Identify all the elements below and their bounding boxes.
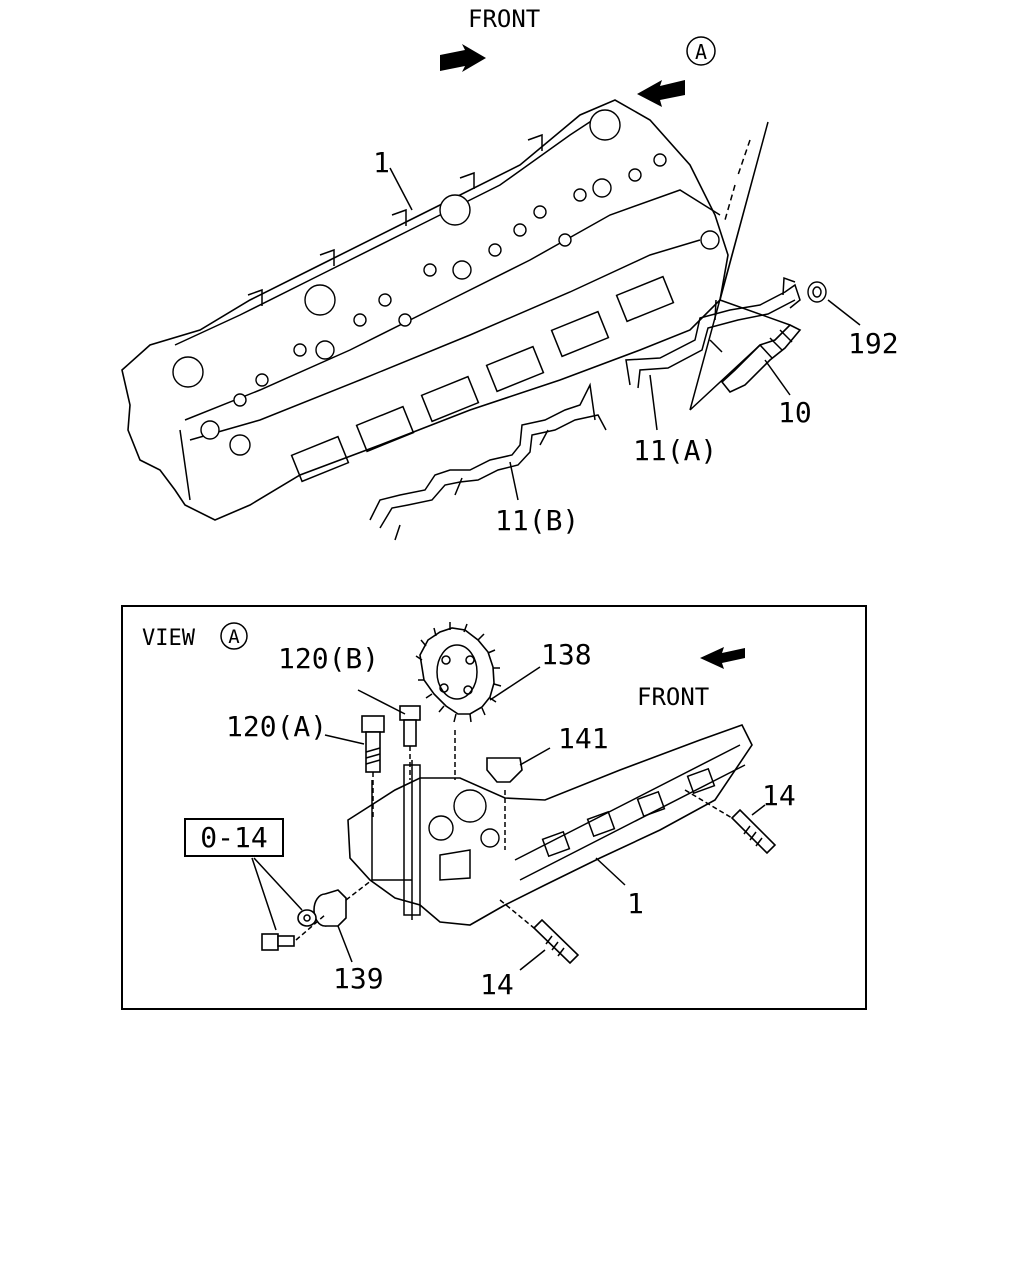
- glow-plug: [720, 324, 802, 393]
- front-arrow-top: [440, 44, 486, 72]
- view-a-arrow: [637, 80, 685, 107]
- key: [486, 757, 523, 783]
- callout-glow-plug: 10: [778, 396, 812, 429]
- callout-head-view: 1: [627, 887, 644, 920]
- kit-washer: [297, 909, 317, 927]
- callout-stud-right: 14: [762, 779, 796, 812]
- bolt-b: [399, 705, 421, 747]
- kit-box: [184, 818, 284, 857]
- callout-plug: 139: [333, 962, 384, 995]
- harness-b: [369, 382, 607, 541]
- callout-key: 141: [558, 722, 609, 755]
- plug: [313, 889, 347, 927]
- view-marker: A: [220, 622, 248, 650]
- front-label-view: FRONT: [637, 683, 709, 711]
- svg-text:A: A: [695, 40, 707, 64]
- view-a-marker-top: A: [686, 36, 716, 66]
- bolt-a: [361, 715, 385, 773]
- callout-bolt-a: 120(A): [226, 710, 327, 743]
- callout-harness-a: 11(A): [633, 434, 717, 467]
- callout-head: 1: [373, 146, 390, 179]
- callout-nut: 192: [848, 327, 899, 360]
- cylinder-head-end-view: [347, 724, 753, 926]
- front-label-top: FRONT: [468, 5, 540, 33]
- callout-harness-b: 11(B): [495, 504, 579, 537]
- kit-bolt: [261, 933, 295, 951]
- view-title: VIEW: [142, 626, 196, 651]
- callout-bolt-b: 120(B): [278, 642, 379, 675]
- stud-bottom: [532, 918, 580, 965]
- stud-right: [730, 808, 777, 855]
- camshaft-gear: [415, 622, 502, 723]
- cylinder-head-assembly: [121, 99, 729, 521]
- callout-gear: 138: [541, 638, 592, 671]
- callout-kit: 0-14: [200, 821, 267, 854]
- front-arrow-view: [700, 647, 745, 669]
- svg-text:A: A: [228, 626, 240, 648]
- view-a-frame: [121, 605, 867, 1010]
- nut: [807, 281, 827, 303]
- callout-stud-bottom: 14: [480, 968, 514, 1001]
